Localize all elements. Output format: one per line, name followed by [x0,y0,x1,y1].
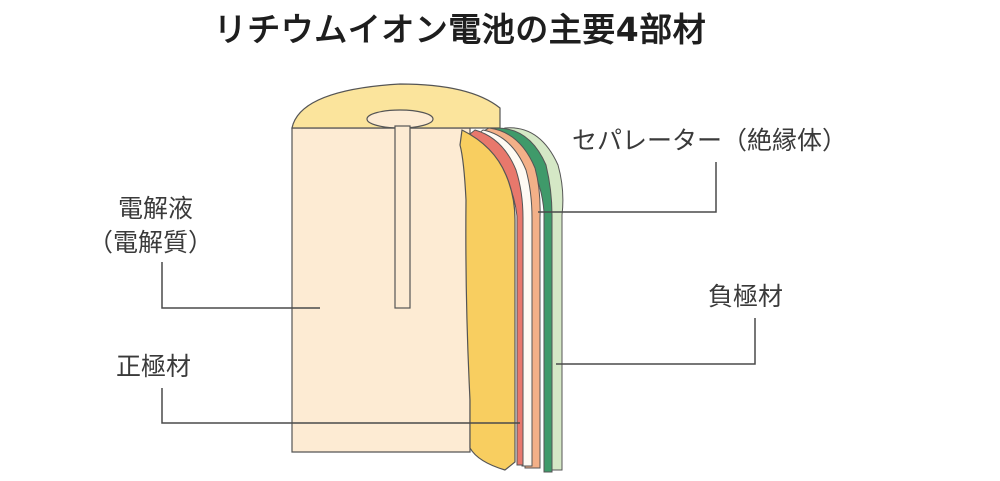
anode-leader [556,318,756,365]
electrolyte-body [291,127,471,453]
separator-leader [538,162,717,213]
separator-label: セパレーター（絶縁体） [572,126,848,155]
electrolyte-sub-label: （電解質） [88,228,214,257]
electrolyte-label: 電解液 [118,194,194,223]
terminal-top [366,109,434,129]
cathode-leader [161,388,520,424]
cathode-yellow-layer [459,129,516,471]
center-rod [394,125,411,309]
battery-cap [291,83,501,129]
anode-label: 負極材 [708,282,784,311]
electrolyte-leader [161,262,320,309]
cathode-label: 正極材 [116,352,192,381]
title: リチウムイオン電池の主要4部材 [213,10,707,49]
